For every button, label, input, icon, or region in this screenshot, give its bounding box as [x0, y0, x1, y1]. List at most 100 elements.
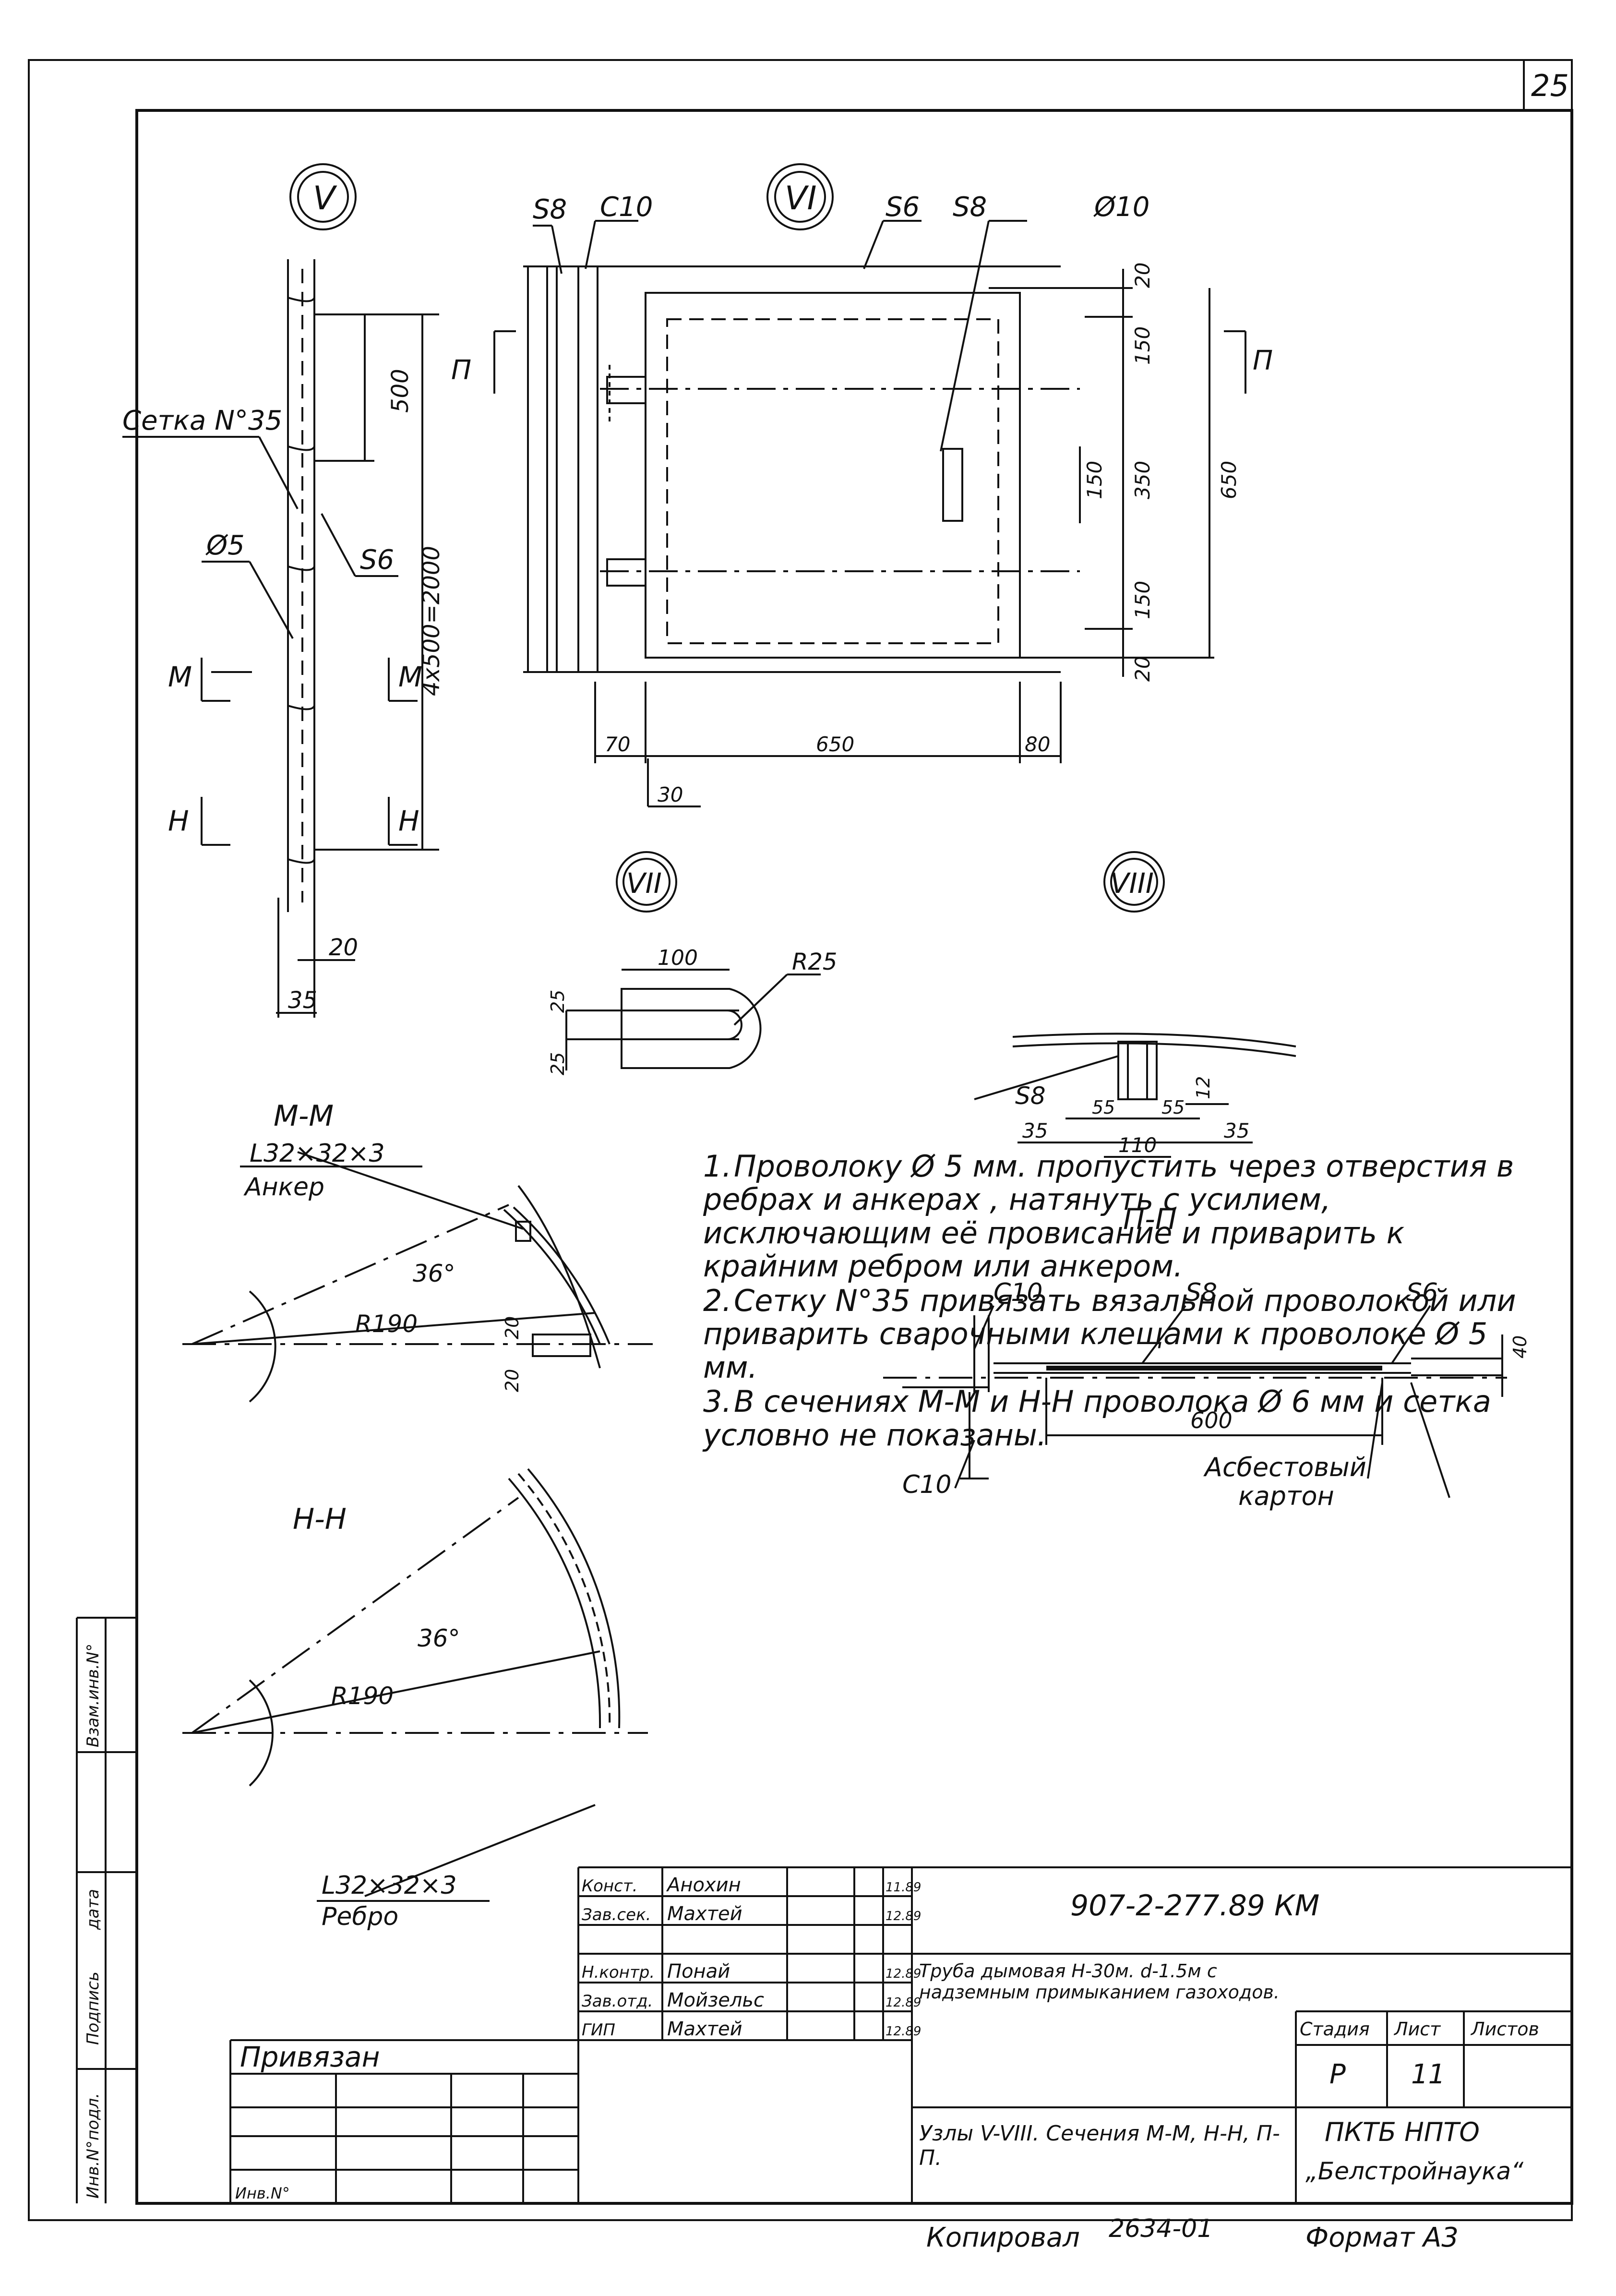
wire-label: Ø5 [205, 530, 245, 561]
mm-profile: L32×32×3 [250, 1139, 385, 1168]
note-text: Проволоку Ø 5 мм. пропустить через отвер… [703, 1149, 1514, 1284]
tb-bound: Привязан [240, 2041, 380, 2073]
mm-radius: R190 [355, 1310, 418, 1338]
vi-dim-150-b: 150 [1131, 581, 1154, 619]
mesh-label: Сетка N°35 [122, 405, 282, 436]
cut-m-right: М [398, 661, 422, 693]
vi-cut-p-left: П [451, 355, 471, 386]
vii-dim-25-a: 25 [547, 990, 568, 1013]
tb-object: Труба дымовая Н-30м. d-1.5м с надземным … [919, 1960, 1280, 2003]
node-viii-marker: VIII [1110, 867, 1154, 900]
tb-sheet-label: Лист [1393, 2019, 1441, 2040]
tb-name-5: Мойзельс [667, 1989, 764, 2011]
pp-board-line2: картон [1238, 1481, 1334, 1511]
pp-d40: 40 [1509, 1335, 1531, 1358]
mm-d20-b: 20 [502, 1369, 523, 1392]
nn-angle: 36° [418, 1624, 460, 1652]
viii-d12: 12 [1193, 1076, 1214, 1099]
dim-35-v: 35 [288, 987, 317, 1014]
section-pp-drawing [883, 1305, 1507, 1498]
vi-dim-350: 350 [1131, 461, 1154, 499]
viii-s8: S8 [1015, 1082, 1046, 1110]
vii-r25: R25 [792, 949, 837, 975]
section-pp-title: П-П [1123, 1202, 1177, 1236]
vi-dim-150-a: 150 [1131, 326, 1154, 365]
tb-name-4: Понай [667, 1960, 730, 1983]
mm-part: Анкер [243, 1173, 324, 1202]
vi-dim-150-c: 150 [1083, 461, 1106, 499]
viii-d35-a: 35 [1022, 1119, 1048, 1142]
note-item: 1.Проволоку Ø 5 мм. пропустить через отв… [703, 1150, 1529, 1283]
node-vii-marker: VII [626, 867, 662, 900]
side-signature: Подпись [84, 1971, 103, 2045]
mm-d20-a: 20 [502, 1316, 523, 1339]
dim-20-v: 20 [329, 934, 358, 961]
note-number: 3. [703, 1384, 732, 1419]
tb-date-6: 12.89 [886, 2024, 921, 2039]
tb-role-5: Зав.отд. [582, 1992, 653, 2011]
vii-dim-100: 100 [658, 946, 698, 970]
node-viii-drawing [974, 851, 1296, 1158]
tb-name-2: Махтей [667, 1903, 742, 1925]
vi-dim-20-bottom: 20 [1131, 656, 1154, 682]
pp-board-line1: Асбестовый [1203, 1452, 1366, 1482]
pp-d600: 600 [1190, 1407, 1233, 1433]
tb-date-2: 12.89 [886, 1909, 921, 1923]
tb-copied-label: Копировал [926, 2222, 1080, 2253]
tb-name-1: Анохин [666, 1874, 741, 1896]
dim-pitch: 4x500=2000 [418, 546, 445, 696]
title-block-lines [76, 1617, 1572, 2203]
nn-profile: L32×32×3 [322, 1871, 457, 1900]
section-mm-title: М-М [274, 1099, 334, 1133]
vi-dim-70: 70 [605, 733, 630, 756]
side-inv-orig: Инв.N°подл. [84, 2093, 103, 2199]
vi-dim-30: 30 [658, 783, 683, 806]
tb-format: Формат А3 [1305, 2222, 1459, 2253]
tb-name-6: Махтей [667, 2018, 742, 2040]
tb-org-1: ПКТБ НПТО [1325, 2117, 1480, 2147]
section-mm-drawing [182, 1151, 653, 1403]
node-vii-drawing [565, 851, 821, 1070]
note-number: 2. [703, 1283, 732, 1318]
vi-cut-p-right: П [1253, 345, 1273, 376]
tb-inv: Инв.N° [235, 2184, 290, 2202]
inner-frame [135, 109, 1573, 2205]
side-replaced: Взам.инв.N° [84, 1644, 103, 1747]
pp-c10-bottom: C10 [902, 1470, 951, 1499]
tb-date-5: 12.89 [886, 1995, 921, 2010]
tb-sheets-label: Листов [1470, 2019, 1539, 2040]
tb-role-2: Зав.сек. [582, 1905, 651, 1924]
tb-role-6: ГИП [582, 2020, 615, 2040]
cut-m-left: М [168, 661, 192, 693]
note-item: 3.В сечениях М-М и Н-Н проволока Ø 6 мм … [703, 1385, 1529, 1452]
page-number-box [1523, 59, 1573, 111]
tb-org-2: „Белстройнаука“ [1305, 2157, 1524, 2185]
tb-date-4: 12.89 [886, 1967, 921, 1981]
vi-d10: Ø10 [1093, 192, 1149, 223]
vi-dim-80: 80 [1025, 733, 1050, 756]
page-number: 25 [1531, 68, 1569, 103]
sheet-s6-label: S6 [360, 544, 394, 576]
section-nn-title: Н-Н [293, 1503, 347, 1536]
tb-role-4: Н.контр. [582, 1963, 655, 1982]
tb-copied-num: 2634-01 [1109, 2214, 1213, 2243]
vi-s6: S6 [886, 192, 920, 223]
tb-stage: Р [1329, 2059, 1346, 2090]
vi-dim-20-top: 20 [1131, 263, 1154, 288]
node-v-drawing [122, 163, 439, 1018]
cut-n-right: Н [398, 805, 419, 837]
viii-d110: 110 [1118, 1133, 1157, 1157]
node-vi-marker: VI [785, 180, 817, 217]
note-text: Сетку N°35 привязать вязальной проволоко… [703, 1283, 1516, 1385]
vi-s8-right: S8 [953, 192, 987, 223]
viii-d55-a: 55 [1092, 1097, 1115, 1118]
nn-part: Ребро [322, 1902, 398, 1931]
doc-code: 907-2-277.89 КМ [1070, 1889, 1319, 1923]
tb-date-1: 11.89 [886, 1880, 921, 1895]
node-v-marker: V [313, 180, 337, 217]
side-date: дата [84, 1889, 103, 1930]
tb-role-1: Конст. [582, 1876, 637, 1896]
cut-n-left: Н [168, 805, 189, 837]
mm-angle: 36° [413, 1260, 455, 1287]
